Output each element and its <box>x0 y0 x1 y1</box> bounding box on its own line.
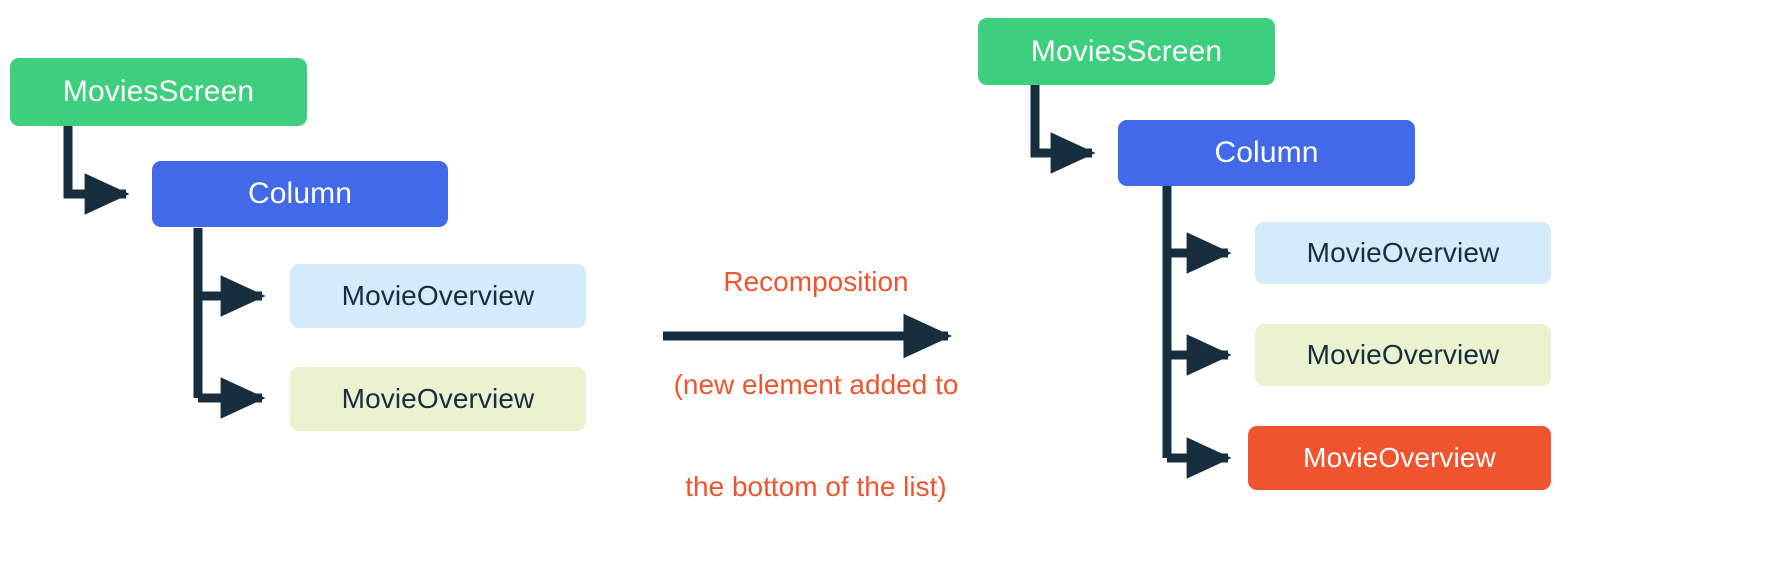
after-node-movie-overview-3-label: MovieOverview <box>1303 442 1496 473</box>
before-node-movie-overview-1[interactable]: MovieOverview <box>290 264 586 328</box>
before-node-movies-screen-label: MoviesScreen <box>62 75 255 108</box>
recomposition-caption-line-2: (new element added to <box>673 368 959 400</box>
recomposition-caption-line-1: Recomposition <box>723 266 909 298</box>
after-node-movie-overview-1[interactable]: MovieOverview <box>1255 222 1551 284</box>
after-node-column-label: Column <box>1214 136 1319 169</box>
edge-moviesscreen-to-column-left <box>63 126 130 215</box>
before-node-column[interactable]: Column <box>152 161 448 227</box>
before-node-movie-overview-2-label: MovieOverview <box>341 383 535 414</box>
after-node-column[interactable]: Column <box>1118 120 1415 186</box>
recomposition-caption-line-3: the bottom of the list) <box>685 471 947 503</box>
recomposition-caption: Recomposition (new element added to the … <box>626 197 1006 573</box>
after-node-movie-overview-1-label: MovieOverview <box>1306 237 1500 268</box>
before-node-movie-overview-2[interactable]: MovieOverview <box>290 367 586 431</box>
before-node-movie-overview-1-label: MovieOverview <box>341 280 535 311</box>
after-node-movie-overview-2[interactable]: MovieOverview <box>1255 324 1551 386</box>
edge-moviesscreen-to-column-right <box>1030 85 1096 174</box>
after-node-movie-overview-3-new[interactable]: MovieOverview <box>1248 426 1551 490</box>
after-node-movies-screen-label: MoviesScreen <box>1030 34 1223 68</box>
before-node-column-label: Column <box>248 177 352 210</box>
after-node-movies-screen[interactable]: MoviesScreen <box>978 18 1275 85</box>
after-node-movie-overview-2-label: MovieOverview <box>1306 339 1500 370</box>
before-node-movies-screen[interactable]: MoviesScreen <box>10 58 307 126</box>
